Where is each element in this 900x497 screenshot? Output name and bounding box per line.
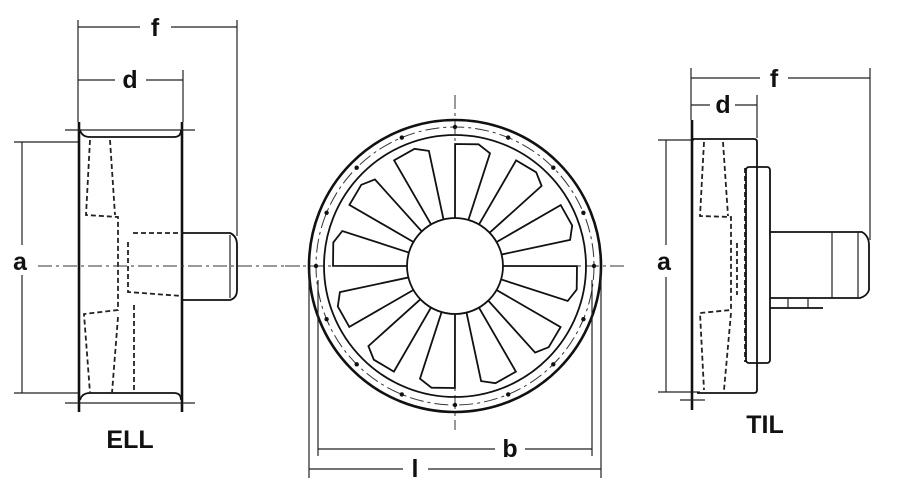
til-side-view: f d a — [657, 65, 871, 439]
bolt-hole — [399, 392, 404, 397]
impeller-blade — [454, 143, 492, 223]
til-mounting-plate — [745, 166, 771, 364]
ell-title: ELL — [106, 426, 153, 454]
ell-dim-a: a — [13, 141, 80, 394]
bolt-hole — [354, 362, 359, 367]
bolt-hole — [591, 263, 597, 269]
ell-dim-f: f — [77, 14, 238, 236]
til-dim-f: f — [690, 65, 871, 240]
bolt-hole — [506, 135, 511, 140]
ell-housing — [65, 122, 195, 412]
bolt-hole — [324, 210, 329, 215]
bolt-holes — [313, 124, 597, 408]
ell-motor — [182, 232, 238, 301]
bolt-hole — [581, 317, 586, 322]
ell-dim-a-label: a — [13, 248, 28, 276]
til-dim-a: a — [657, 139, 700, 393]
inner-ring — [323, 134, 587, 398]
bolt-hole — [354, 165, 359, 170]
front-dim-l: l — [308, 270, 602, 483]
bolt-hole — [399, 135, 404, 140]
bolt-hole — [551, 362, 556, 367]
bolt-hole — [452, 124, 458, 130]
front-dim-b-label: b — [502, 435, 517, 463]
til-dim-a-label: a — [657, 248, 672, 276]
bolt-hole — [313, 263, 319, 269]
ell-dim-f-label: f — [151, 14, 160, 42]
hub — [406, 217, 504, 315]
bolt-hole — [551, 165, 556, 170]
impeller-blade — [498, 265, 578, 303]
outer-flange — [307, 118, 603, 414]
til-dim-d: d — [691, 91, 758, 138]
impeller-blade — [418, 309, 456, 389]
bolt-hole — [324, 317, 329, 322]
til-dim-d-label: d — [715, 91, 730, 119]
front-dim-b: b — [317, 280, 593, 463]
ell-dim-d-label: d — [122, 66, 137, 94]
front-view: b l — [285, 95, 625, 483]
bolt-hole — [581, 210, 586, 215]
bolt-hole — [452, 402, 458, 408]
til-housing — [680, 120, 758, 410]
til-title: TIL — [746, 411, 784, 439]
ell-dim-d: d — [78, 66, 184, 122]
impeller-blade — [332, 229, 412, 267]
front-dim-l-label: l — [412, 455, 419, 483]
til-dim-f-label: f — [770, 65, 779, 93]
ell-side-view: f d a — [13, 14, 300, 454]
bolt-hole — [506, 392, 511, 397]
til-motor — [770, 231, 870, 309]
